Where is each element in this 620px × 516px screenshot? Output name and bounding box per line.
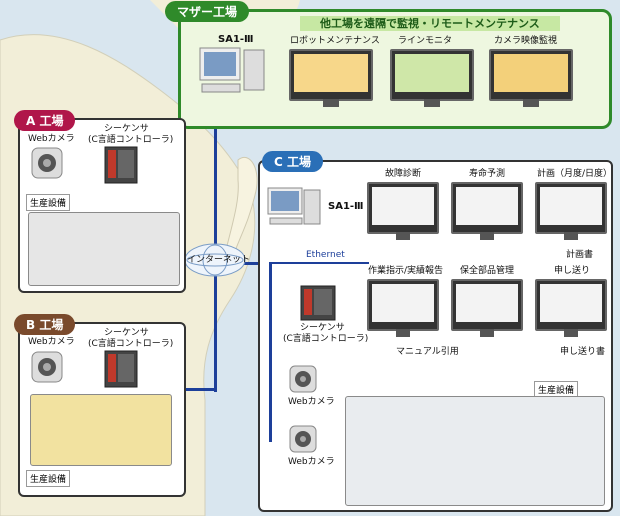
webcam-icon — [31, 147, 63, 179]
link-mother-down — [214, 92, 217, 392]
mother-screen-2-label: ラインモニタ — [398, 36, 453, 46]
c-monitor-plan — [535, 182, 607, 240]
c-monitor-parts — [451, 279, 523, 337]
c-webcam-2-label: Webカメラ — [288, 457, 335, 467]
mother-screen-3-label: カメラ映像監視 — [494, 36, 558, 46]
webcam-icon — [289, 425, 317, 453]
c-sequencer-sub: (C言語コントローラ) — [283, 334, 369, 344]
mother-factory-tag: マザー工場 — [165, 1, 250, 22]
c-production-line-illustration — [345, 396, 605, 506]
c-plan-doc-label: 計画書 — [566, 250, 594, 260]
c-monitor-life — [451, 182, 523, 240]
sequencer-icon — [104, 146, 138, 184]
c-screen-1-label: 故障診断 — [385, 169, 422, 179]
internet-label: インターネット — [187, 255, 251, 265]
computer-icon — [267, 187, 321, 225]
sequencer-icon — [104, 350, 138, 388]
webcam-icon — [289, 365, 317, 393]
c-webcam-1-label: Webカメラ — [288, 397, 335, 407]
factory-b-sequencer-label: シーケンサ — [104, 328, 149, 338]
factory-a-tag: A 工場 — [14, 110, 76, 131]
factory-b-equipment-illustration — [30, 394, 172, 466]
c-handover-doc-label: 申し送り書 — [560, 347, 606, 357]
c-screen-5-label: 保全部品管理 — [460, 266, 515, 276]
c-monitor-work — [367, 279, 439, 337]
mother-monitor-robot — [289, 49, 373, 107]
c-monitor-fault — [367, 182, 439, 240]
ethernet-bus — [269, 262, 272, 442]
factory-b-tag: B 工場 — [14, 314, 76, 335]
factory-b-sequencer-sub: (C言語コントローラ) — [88, 339, 174, 349]
mother-monitor-camera — [489, 49, 573, 107]
factory-c-pc-label: SA1-Ⅲ — [328, 201, 364, 212]
mother-banner: 他工場を遠隔で監視・リモートメンテナンス — [300, 16, 560, 31]
webcam-icon — [31, 351, 63, 383]
sequencer-icon — [300, 285, 336, 321]
factory-b-webcam-label: Webカメラ — [28, 337, 75, 347]
mother-pc-label: SA1-Ⅲ — [218, 34, 254, 45]
factory-c-tag: C 工場 — [262, 151, 323, 172]
c-screen-6-label: 申し送り — [554, 266, 591, 276]
ethernet-label: Ethernet — [306, 250, 345, 260]
c-screen-4-label: 作業指示/実績報告 — [368, 266, 444, 276]
factory-a-sequencer-label: シーケンサ — [104, 124, 149, 134]
factory-a-sequencer-sub: (C言語コントローラ) — [88, 135, 174, 145]
factory-b-equipment-label: 生産設備 — [26, 470, 71, 487]
c-screen-2-label: 寿命予測 — [469, 169, 506, 179]
computer-icon — [199, 47, 265, 93]
c-manual-label: マニュアル引用 — [396, 347, 459, 357]
c-monitor-handover — [535, 279, 607, 337]
factory-a-equipment-illustration — [28, 212, 180, 286]
mother-screen-1-label: ロボットメンテナンス — [290, 36, 380, 46]
mother-monitor-line — [390, 49, 474, 107]
factory-a-equipment-label: 生産設備 — [26, 194, 71, 211]
c-sequencer-label: シーケンサ — [300, 323, 345, 333]
factory-a-webcam-label: Webカメラ — [28, 134, 75, 144]
ethernet-trunk — [269, 262, 369, 264]
c-screen-3-label: 計画（月度/日度） — [537, 169, 613, 179]
internet-cloud-icon — [184, 243, 246, 277]
